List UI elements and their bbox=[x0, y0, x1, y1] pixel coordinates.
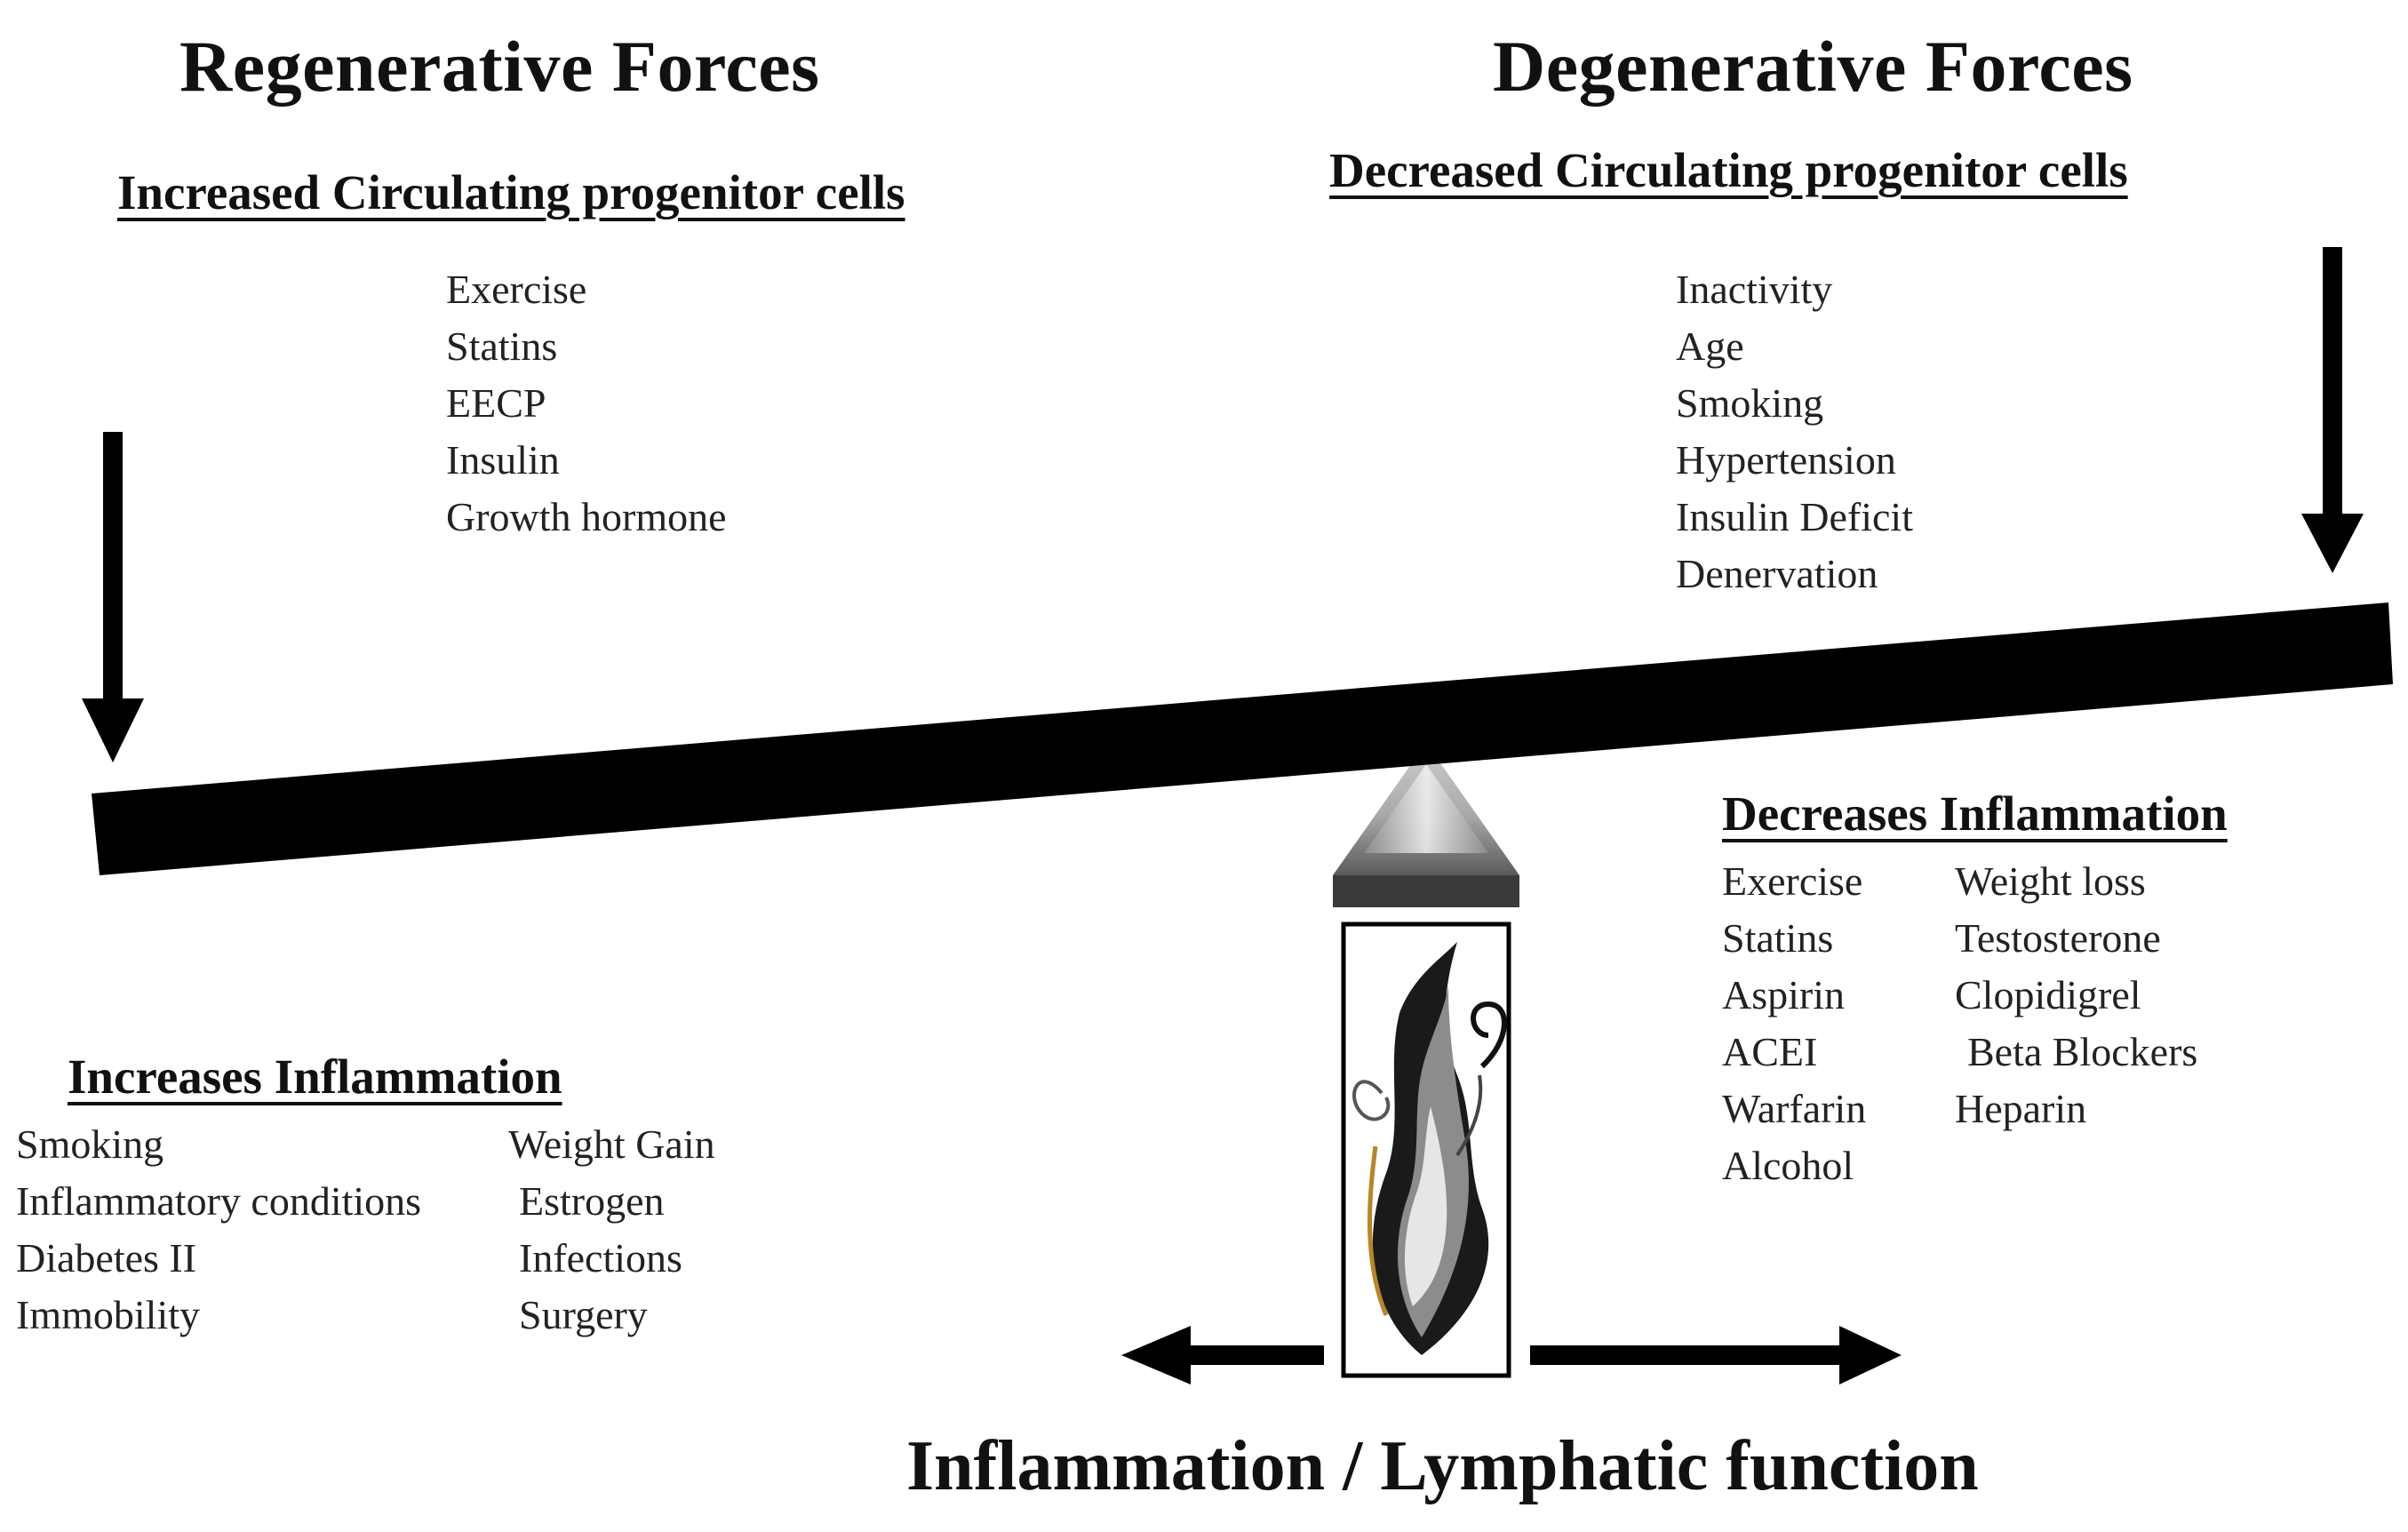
flame-icon bbox=[1341, 922, 1511, 1378]
increases-inflammation-heading: Increases Inflammation bbox=[68, 1049, 562, 1104]
list-item: Smoking bbox=[16, 1121, 164, 1167]
list-item: Inactivity bbox=[1676, 267, 1833, 312]
list-item: Heparin bbox=[1955, 1086, 2087, 1131]
list-item: Inflammatory conditions bbox=[16, 1178, 422, 1224]
fulcrum-icon bbox=[1333, 743, 1519, 907]
list-item: Aspirin bbox=[1722, 972, 1845, 1017]
increases-inflammation-col2: Weight Gain Estrogen Infections Surgery bbox=[508, 1116, 715, 1344]
list-item: Exercise bbox=[1722, 858, 1863, 904]
list-item: ACEI bbox=[1722, 1029, 1818, 1074]
down-arrow-icon bbox=[82, 432, 144, 762]
list-item: Growth hormone bbox=[446, 494, 727, 539]
regenerative-forces-title: Regenerative Forces bbox=[179, 26, 820, 107]
degenerative-forces-title: Degenerative Forces bbox=[1493, 26, 2133, 107]
list-item: Smoking bbox=[1676, 380, 1824, 426]
decreases-inflammation-heading: Decreases Inflammation bbox=[1722, 786, 2228, 841]
list-item: EECP bbox=[446, 380, 546, 426]
decreases-inflammation-col1: Exercise Statins Aspirin ACEI Warfarin A… bbox=[1722, 853, 1866, 1194]
list-item: Insulin bbox=[446, 437, 560, 483]
list-item: Exercise bbox=[446, 267, 587, 312]
list-item: Alcohol bbox=[1722, 1143, 1854, 1188]
list-item: Weight loss bbox=[1955, 858, 2146, 904]
increases-inflammation-col1: Smoking Inflammatory conditions Diabetes… bbox=[16, 1116, 421, 1344]
list-item: Age bbox=[1676, 323, 1744, 369]
inflammation-lymphatic-label: Inflammation / Lymphatic function bbox=[906, 1427, 1979, 1505]
list-item: Weight Gain bbox=[508, 1121, 715, 1167]
list-item: Insulin Deficit bbox=[1676, 494, 1913, 539]
list-item: Warfarin bbox=[1722, 1086, 1867, 1131]
degenerative-list: Inactivity Age Smoking Hypertension Insu… bbox=[1676, 261, 1913, 602]
list-item: Surgery bbox=[519, 1292, 648, 1337]
list-item: Hypertension bbox=[1676, 437, 1896, 483]
list-item: Statins bbox=[446, 323, 558, 369]
seesaw-beam bbox=[92, 602, 2393, 875]
list-item: Testosterone bbox=[1955, 915, 2161, 961]
down-arrow-icon bbox=[2301, 247, 2364, 573]
list-item: Immobility bbox=[16, 1292, 200, 1337]
regenerative-list: Exercise Statins EECP Insulin Growth hor… bbox=[446, 261, 727, 546]
left-arrow-icon bbox=[1121, 1326, 1324, 1384]
list-item: Diabetes II bbox=[16, 1235, 197, 1281]
right-arrow-icon bbox=[1530, 1326, 1902, 1384]
list-item: Clopidigrel bbox=[1955, 972, 2141, 1017]
increased-progenitor-heading: Increased Circulating progenitor cells bbox=[117, 165, 905, 219]
decreases-inflammation-col2: Weight loss Testosterone Clopidigrel Bet… bbox=[1955, 853, 2197, 1137]
list-item: Infections bbox=[519, 1235, 682, 1281]
decreased-progenitor-heading: Decreased Circulating progenitor cells bbox=[1329, 143, 2128, 197]
list-item: Statins bbox=[1722, 915, 1834, 961]
list-item: Denervation bbox=[1676, 551, 1878, 596]
list-item: Estrogen bbox=[519, 1178, 665, 1224]
list-item: Beta Blockers bbox=[1967, 1029, 2198, 1074]
